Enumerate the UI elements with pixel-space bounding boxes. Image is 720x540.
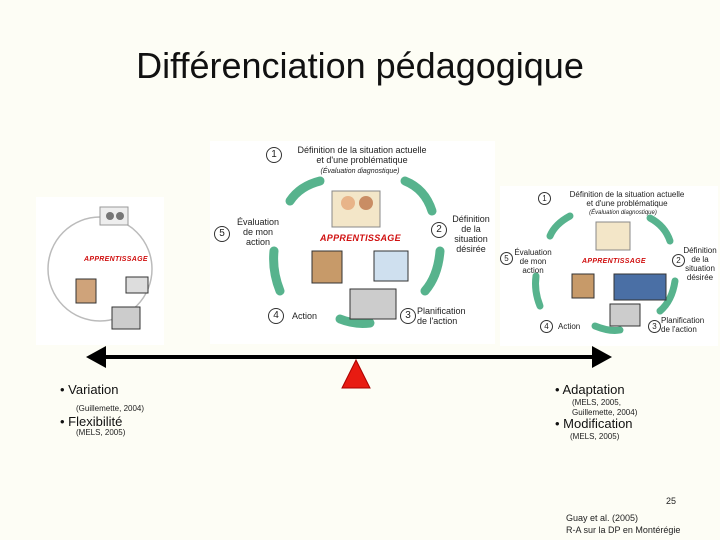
right-step-2-line1: Définition	[683, 246, 717, 255]
right-step-5-number: 5	[500, 252, 513, 265]
step-1-title-line2: et d'une problématique	[316, 155, 408, 165]
right-step-3-line1: Planification	[661, 316, 705, 325]
step-2-number: 2	[431, 222, 447, 238]
right-step-2-line2: de la	[691, 255, 709, 264]
center-cycle-image: 1 Définition de la situation actuelle et…	[210, 141, 495, 344]
step-5-line1: Évaluation	[236, 217, 280, 227]
right-cycle-drawing	[532, 212, 679, 334]
center-apprentissage-label: APPRENTISSAGE	[320, 233, 401, 243]
right-step-1-line1: Définition de la situation actuelle	[569, 190, 685, 199]
right-item-modification-ref: (MELS, 2005)	[570, 432, 620, 441]
right-step-2-line3: situation	[685, 264, 715, 273]
balance-axis	[86, 346, 612, 389]
right-item-adaptation-ref-line2: Guillemette, 2004)	[572, 408, 638, 417]
step-2-line3: situation	[454, 234, 488, 244]
source-line1: Guay et al. (2005)	[566, 513, 639, 523]
fulcrum	[341, 358, 371, 389]
right-step-2-line4: désirée	[686, 273, 714, 282]
right-step-1-subtitle: (Évaluation diagnostique)	[589, 210, 657, 216]
left-item-flexibilite: • Flexibilité	[60, 414, 123, 429]
source-line2: R-A sur la DP en Montérégie	[566, 525, 681, 535]
center-cycle-drawing	[269, 176, 445, 328]
right-item-modification: • Modification	[555, 416, 633, 431]
right-item-adaptation-ref-line1: (MELS, 2005,	[572, 398, 621, 407]
step-1-subtitle: (Évaluation diagnostique)	[320, 168, 400, 175]
axis-left-arrowhead	[86, 346, 106, 368]
right-step-4-number: 4	[540, 320, 553, 333]
source-citation: Guay et al. (2005) R-A sur la DP en Mont…	[566, 512, 680, 536]
step-4-label: Action	[292, 311, 318, 321]
right-step-3-label: Planification de l'action	[661, 316, 717, 334]
step-2-label: Définition de la situation désirée	[447, 214, 495, 254]
left-item-variation: • Variation	[60, 382, 119, 397]
right-step-4-label: Action	[558, 322, 581, 331]
step-2-line1: Définition	[452, 214, 490, 224]
step-2-line4: désirée	[456, 244, 486, 254]
left-apprentissage-label: APPRENTISSAGE	[84, 256, 148, 263]
left-cycle-drawing	[47, 206, 153, 330]
left-cycle-image: APPRENTISSAGE	[36, 197, 164, 345]
step-3-line1: Planification	[417, 306, 466, 316]
step-3-number: 3	[400, 308, 416, 324]
right-step-2-label: Définition de la situation désirée	[680, 246, 718, 282]
step-5-label: Évaluation de mon action	[230, 217, 286, 247]
step-1-title: Définition de la situation actuelle et d…	[282, 145, 442, 165]
step-4-number: 4	[268, 308, 284, 324]
step-3-line2: de l'action	[417, 316, 458, 326]
right-step-3-number: 3	[648, 320, 661, 333]
right-apprentissage-label: APPRENTISSAGE	[582, 258, 646, 265]
right-step-5-line3: action	[522, 266, 544, 275]
right-step-5-line2: de mon	[519, 257, 547, 266]
left-item-flexibilite-ref: (MELS, 2005)	[76, 428, 126, 437]
step-1-title-line1: Définition de la situation actuelle	[297, 145, 427, 155]
axis-right-arrowhead	[592, 346, 612, 368]
right-step-1-line2: et d'une problématique	[586, 199, 668, 208]
slide-title: Différenciation pédagogique	[136, 45, 584, 86]
right-step-5-line1: Évaluation	[514, 248, 552, 257]
right-cycle-image: 1 Définition de la situation actuelle et…	[500, 186, 718, 346]
page-number: 25	[666, 496, 677, 506]
right-step-1-number: 1	[538, 192, 551, 205]
right-step-3-line2: de l'action	[661, 325, 697, 334]
left-item-variation-ref: (Guillemette, 2004)	[76, 404, 145, 413]
step-5-line2: de mon	[242, 227, 274, 237]
step-2-line2: de la	[461, 224, 481, 234]
right-item-adaptation-ref: (MELS, 2005, Guillemette, 2004)	[572, 398, 637, 418]
right-step-2-number: 2	[672, 254, 685, 267]
step-5-number: 5	[214, 226, 230, 242]
right-step-5-label: Évaluation de mon action	[510, 248, 556, 275]
right-step-1-title: Définition de la situation actuelle et d…	[552, 190, 702, 208]
right-item-adaptation: • Adaptation	[555, 382, 625, 397]
step-3-label: Planification de l'action	[417, 306, 487, 326]
cycle-arrows	[269, 176, 445, 328]
step-1-number: 1	[266, 147, 282, 163]
step-5-line3: action	[245, 237, 271, 247]
